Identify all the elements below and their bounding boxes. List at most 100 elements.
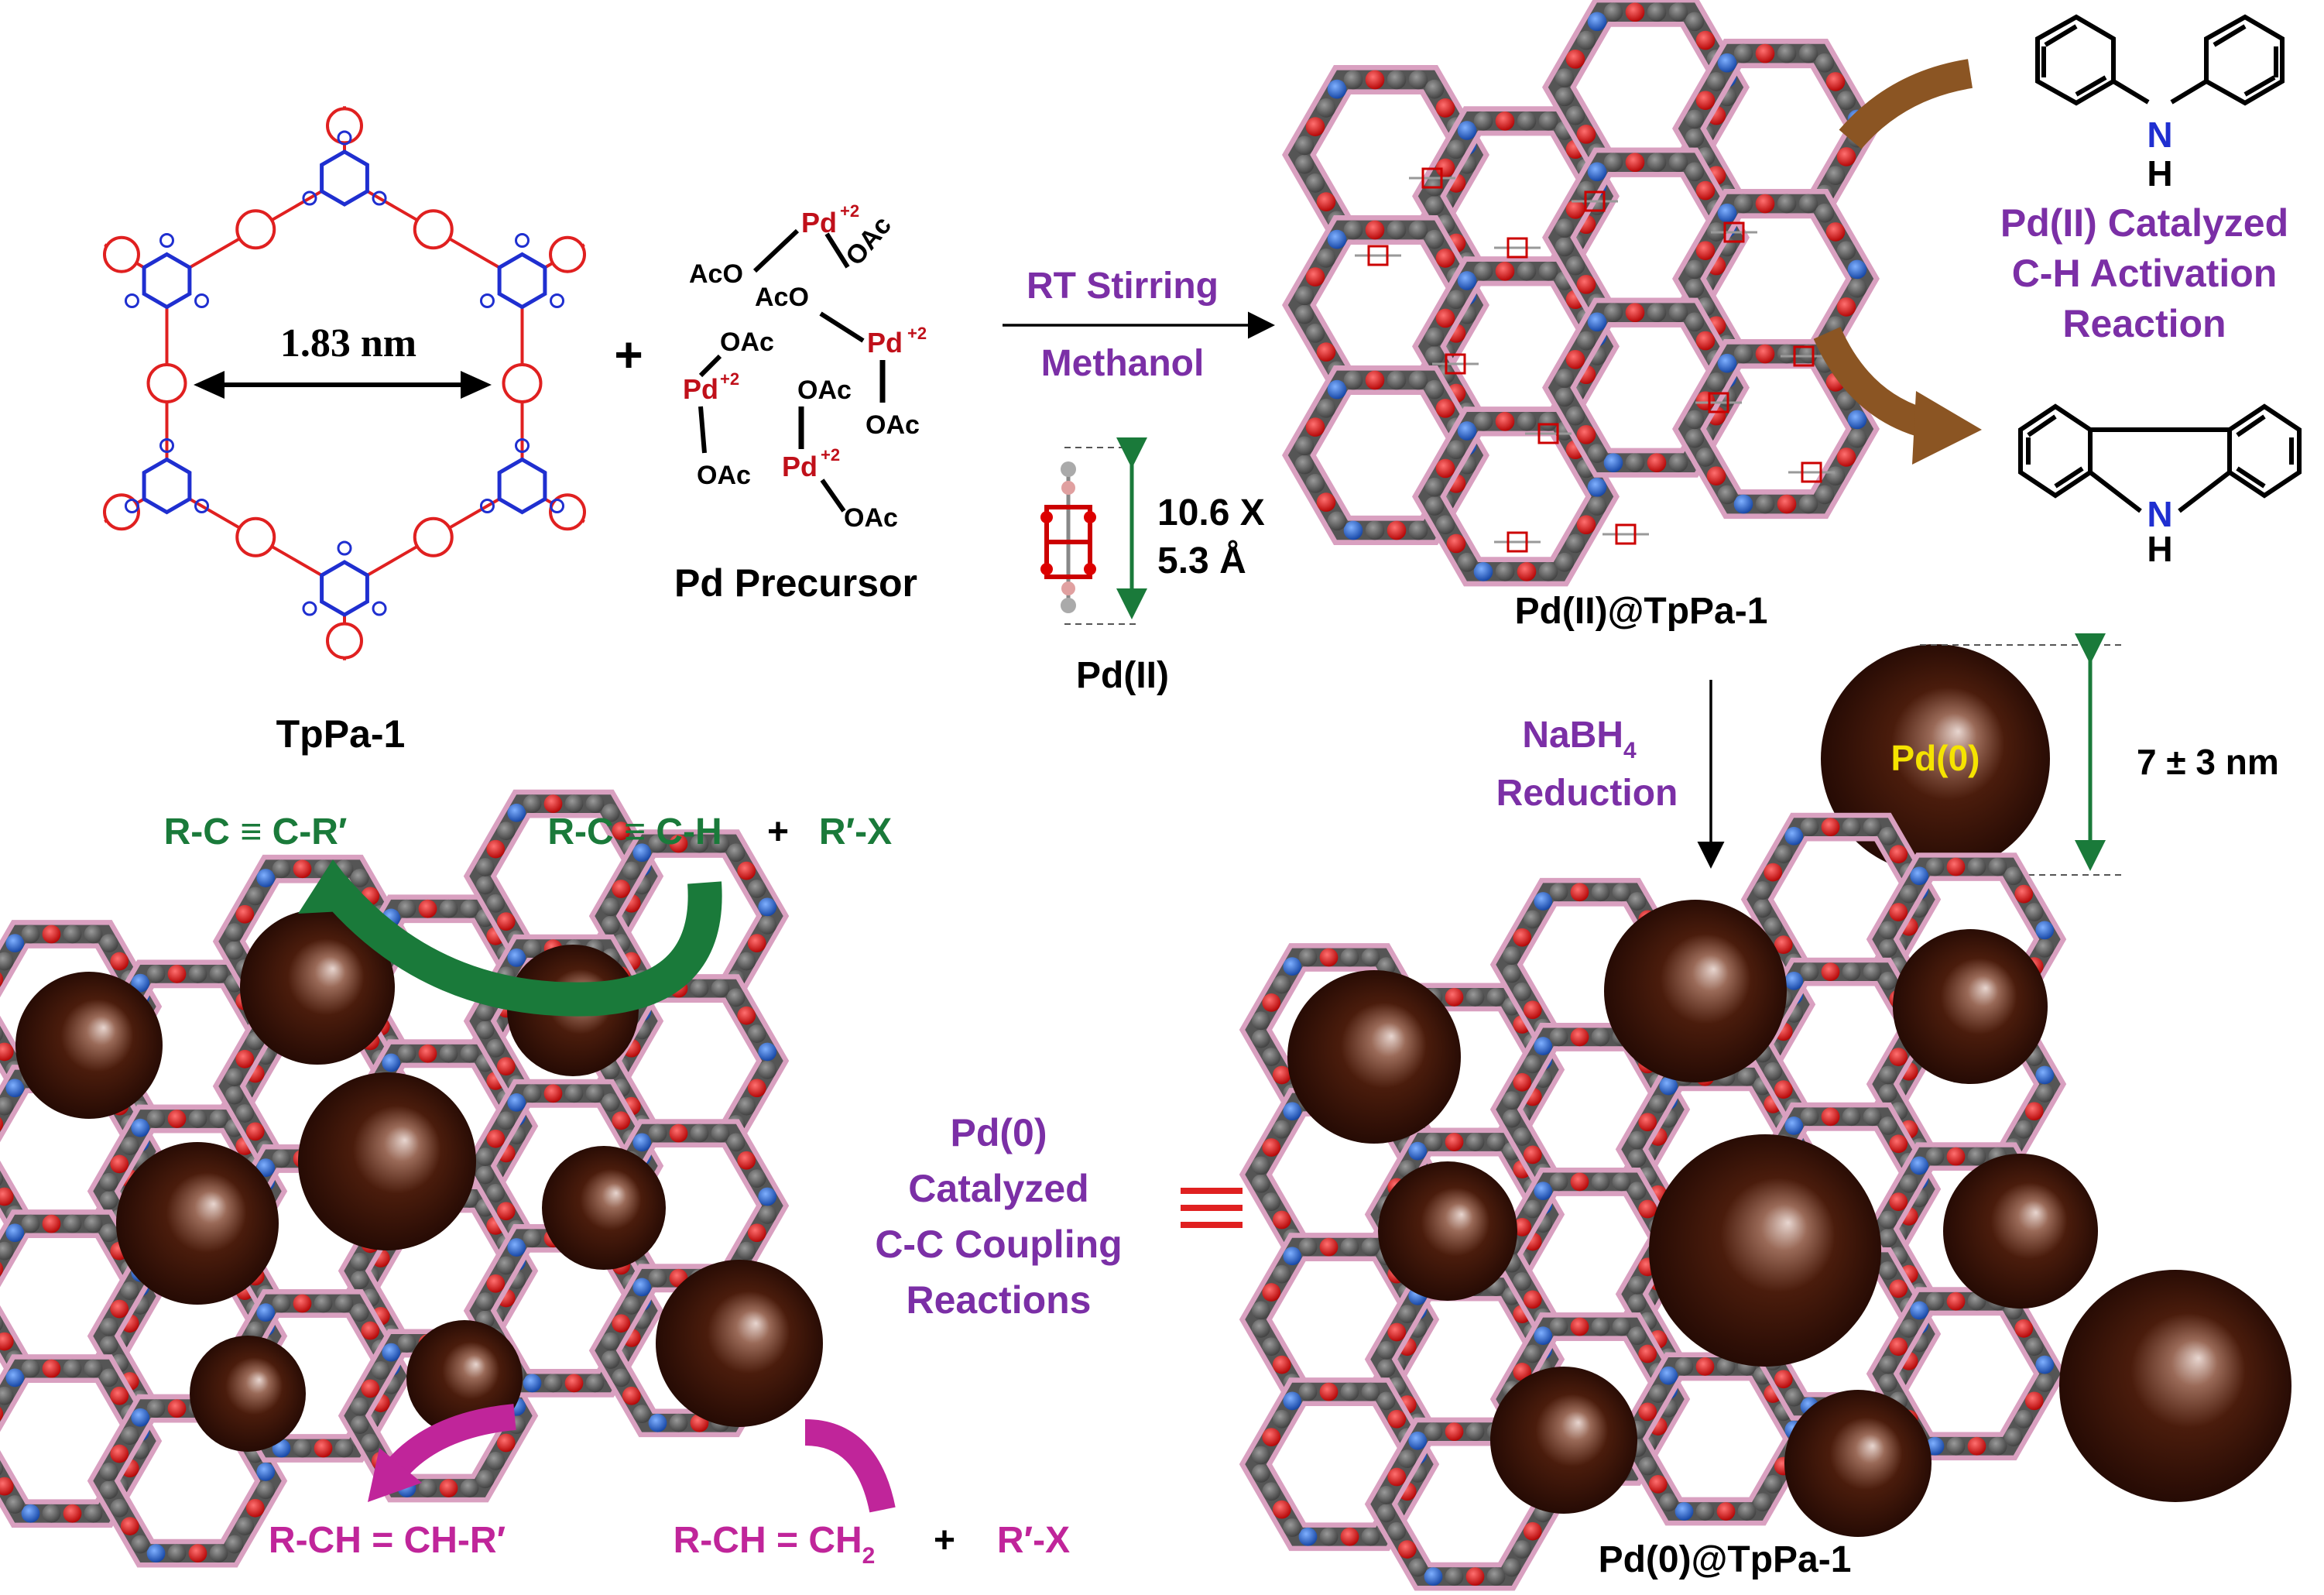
framework-atom xyxy=(439,1044,458,1063)
framework-atom xyxy=(1967,857,1986,876)
framework-atom xyxy=(496,1202,516,1221)
framework-atom xyxy=(2035,1374,2055,1392)
framework-atom xyxy=(225,941,244,960)
framework-atom xyxy=(1361,948,1380,967)
framework-atom xyxy=(272,1294,291,1313)
framework-atom xyxy=(1737,1067,1757,1086)
framework-atom xyxy=(1777,194,1797,214)
framework-atom xyxy=(1647,453,1667,472)
framework-atom xyxy=(225,1086,244,1105)
framework-atom xyxy=(0,1171,4,1186)
oac-label: OAc xyxy=(797,376,852,405)
framework-atom xyxy=(146,1544,166,1563)
framework-atom xyxy=(397,899,416,918)
framework-atom xyxy=(167,1110,187,1128)
framework-atom xyxy=(0,1187,14,1206)
framework-atom xyxy=(1889,1337,1908,1357)
framework-atom xyxy=(711,979,730,998)
framework-atom xyxy=(1946,857,1966,876)
framework-atom xyxy=(1486,1133,1506,1151)
framework-atom xyxy=(120,1517,139,1535)
framework-atom xyxy=(747,1169,766,1189)
framework-atom xyxy=(5,1223,25,1243)
framework-atom xyxy=(1397,1305,1417,1323)
framework-atom xyxy=(1424,346,1445,365)
framework-atom xyxy=(523,1229,542,1248)
pd2-molecule xyxy=(1040,447,1136,625)
pd-label: Pd xyxy=(867,327,903,358)
framework-atom xyxy=(99,1480,118,1500)
diphenylamine-h: H xyxy=(2147,153,2172,194)
framework-atom xyxy=(1316,342,1336,362)
framework-atom xyxy=(1836,448,1856,467)
framework-atom xyxy=(1717,485,1737,505)
framework-atom xyxy=(1408,1431,1428,1450)
framework-atom xyxy=(146,1399,166,1418)
framework-atom xyxy=(1538,412,1558,431)
framework-atom xyxy=(1603,2,1623,22)
pd-nanoparticle xyxy=(1943,1154,2098,1309)
framework-atom xyxy=(2014,884,2034,904)
framework-atom xyxy=(1316,98,1336,118)
framework-atom xyxy=(1523,1199,1542,1219)
framework-atom xyxy=(1659,1076,1678,1096)
framework-atom xyxy=(1251,1319,1270,1338)
framework-atom xyxy=(350,1415,369,1435)
framework-atom xyxy=(1387,220,1407,240)
framework-atom xyxy=(523,794,542,813)
framework-atom xyxy=(1319,948,1339,967)
framework-atom xyxy=(84,1359,103,1378)
framework-atom xyxy=(1685,428,1705,448)
framework-atom xyxy=(0,1316,4,1331)
framework-atom xyxy=(585,794,605,813)
framework-atom xyxy=(2004,866,2023,886)
framework-atom xyxy=(0,1096,14,1116)
framework-atom xyxy=(110,952,129,971)
framework-atom xyxy=(1685,312,1705,332)
framework-atom xyxy=(1365,220,1385,240)
framework-atom xyxy=(418,899,437,918)
framework-atom xyxy=(1878,1261,1897,1280)
framework-atom xyxy=(496,1057,516,1076)
framework-atom xyxy=(1695,331,1716,351)
framework-atom xyxy=(120,1426,139,1446)
framework-atom xyxy=(0,1042,14,1062)
framework-atom xyxy=(1717,353,1737,373)
cc-coupling-line4: Reactions xyxy=(907,1278,1092,1322)
framework-atom xyxy=(1435,399,1455,418)
pd0-tppa1-framework xyxy=(1239,812,2291,1591)
framework-atom xyxy=(1988,857,2007,876)
framework-atom xyxy=(146,1110,166,1128)
framework-atom xyxy=(1262,1048,1281,1066)
framework-atom xyxy=(460,1044,479,1063)
framework-atom xyxy=(146,965,166,983)
carbazole-h: H xyxy=(2147,529,2172,569)
oac-label: OAc xyxy=(866,410,920,440)
framework-atom xyxy=(632,843,652,863)
keto-oxygen xyxy=(514,233,530,248)
framework-atom xyxy=(1565,406,1585,426)
framework-atom xyxy=(1717,203,1737,223)
pd2-label: Pd(II) xyxy=(1076,655,1169,696)
framework-atom xyxy=(726,1133,746,1152)
keto-oxygen xyxy=(550,293,565,308)
framework-atom xyxy=(1554,552,1575,572)
framework-atom xyxy=(1502,1558,1521,1577)
framework-atom xyxy=(1717,53,1737,73)
framework-atom xyxy=(1424,229,1445,249)
keto-oxygen xyxy=(479,293,495,308)
framework-atom xyxy=(1251,1301,1270,1320)
framework-atom xyxy=(1847,259,1867,280)
framework-atom xyxy=(1534,1037,1553,1055)
pd-nanoparticle xyxy=(1649,1134,1881,1367)
framework-atom xyxy=(1685,128,1705,148)
carbazole-n: N xyxy=(2147,494,2172,534)
keto-oxygen xyxy=(337,130,352,146)
framework-atom xyxy=(1910,1301,1929,1320)
framework-atom xyxy=(1316,192,1336,211)
framework-atom xyxy=(1294,154,1315,174)
framework-atom xyxy=(1784,971,1804,990)
framework-atom xyxy=(1502,946,1521,966)
framework-atom xyxy=(523,939,542,959)
pd-nanoparticle xyxy=(15,972,163,1119)
